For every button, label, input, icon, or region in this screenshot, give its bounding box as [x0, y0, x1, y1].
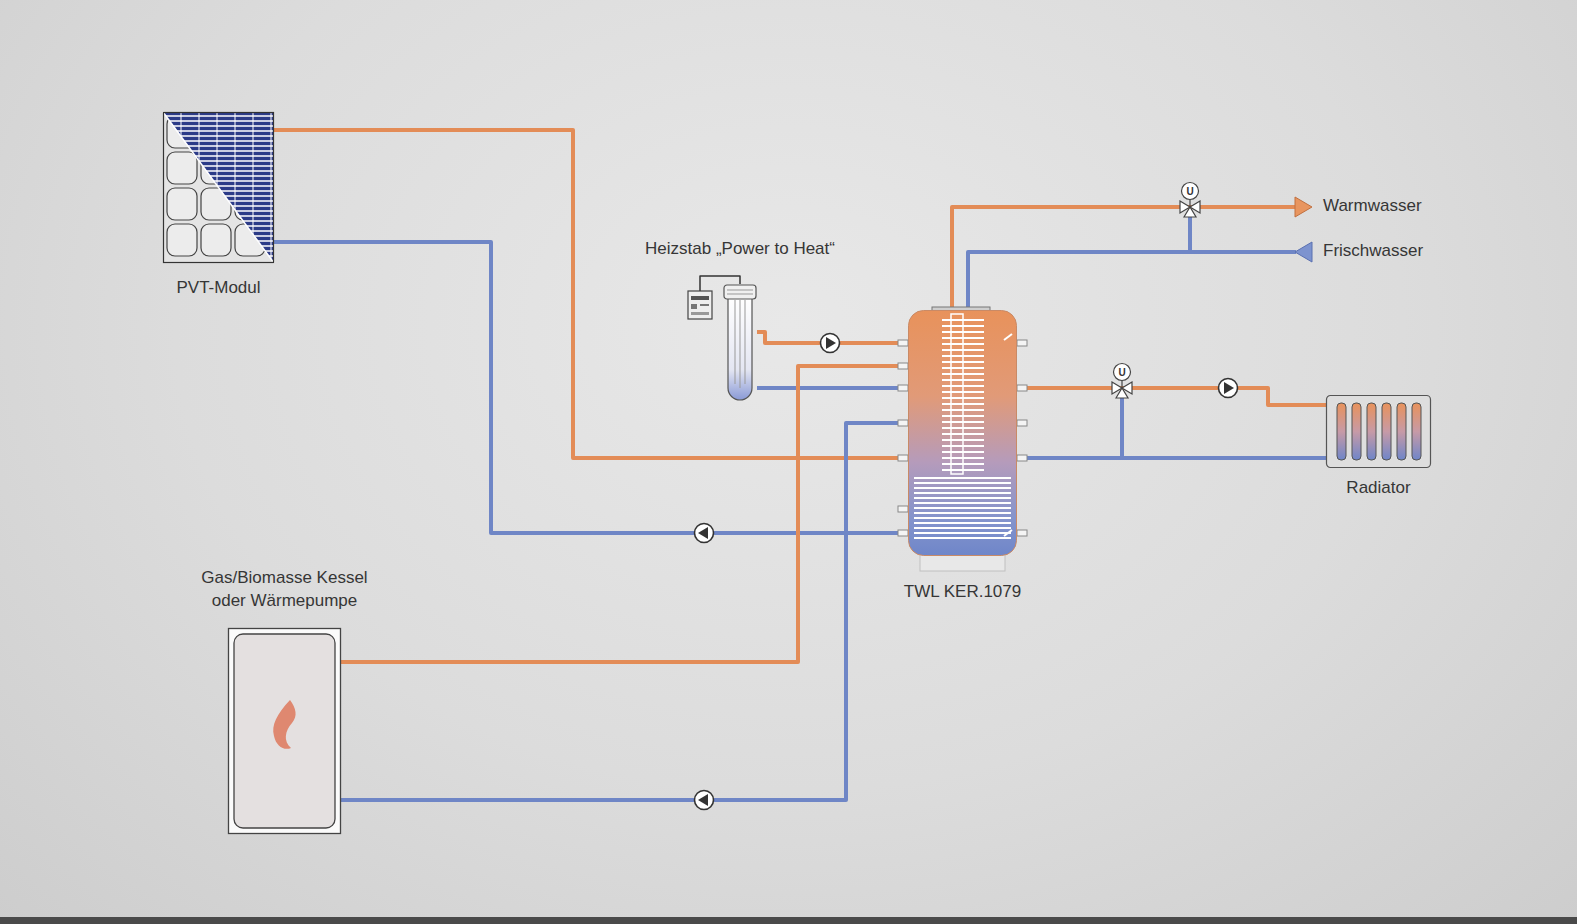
pipe-connector — [757, 386, 908, 390]
node-label: TWL KER.1079 — [904, 580, 1021, 603]
storage-tank — [908, 310, 1017, 572]
pipe-connector — [1017, 388, 1326, 405]
pump-symbol — [695, 524, 714, 543]
radiator-bypass-pipe — [1120, 395, 1124, 458]
outlet-arrow — [1295, 197, 1312, 217]
radiator: Radiator — [1326, 395, 1431, 468]
actuator-letter: U — [1186, 186, 1193, 197]
heater-tube — [723, 284, 757, 403]
storage-tank: TWL KER.1079 — [908, 310, 1017, 572]
mixing-valve — [1112, 364, 1132, 399]
mixing-valve — [1180, 183, 1200, 218]
pump-symbol — [821, 334, 840, 353]
node-label: PVT-Modul — [176, 276, 260, 299]
pipe-connector — [1017, 456, 1326, 460]
pump-symbol — [695, 791, 714, 810]
heater-controller — [688, 291, 712, 319]
pipe-connector — [341, 423, 908, 800]
freshwater-pipe — [968, 252, 1296, 312]
pvt-module: PVT-Modul — [163, 112, 274, 263]
node-label: Gas/Biomasse Kessel oder Wärmepumpe — [190, 566, 380, 612]
boiler: Gas/Biomasse Kessel oder Wärmepumpe — [228, 628, 341, 834]
inlet-label: Frischwasser — [1323, 240, 1423, 262]
node-label: Radiator — [1346, 476, 1410, 499]
mix-branch-pipe — [1188, 214, 1192, 252]
bottom-edge — [0, 917, 1577, 924]
actuator-letter: U — [1118, 367, 1125, 378]
radiator-body — [1326, 395, 1431, 468]
pipe-connector — [341, 366, 908, 662]
inlet-arrow — [1295, 242, 1312, 262]
node-label: Heizstab „Power to Heat“ — [645, 237, 835, 260]
boiler-body — [228, 628, 341, 834]
outlet-label: Warmwasser — [1323, 195, 1422, 217]
pump-symbol — [1219, 379, 1238, 398]
pipe-connector — [274, 242, 908, 533]
heating-rod: Heizstab „Power to Heat“ — [723, 284, 757, 403]
warmwater-pipe — [952, 207, 1296, 312]
pipe-connector — [274, 130, 908, 458]
pvt-panel — [163, 112, 274, 263]
